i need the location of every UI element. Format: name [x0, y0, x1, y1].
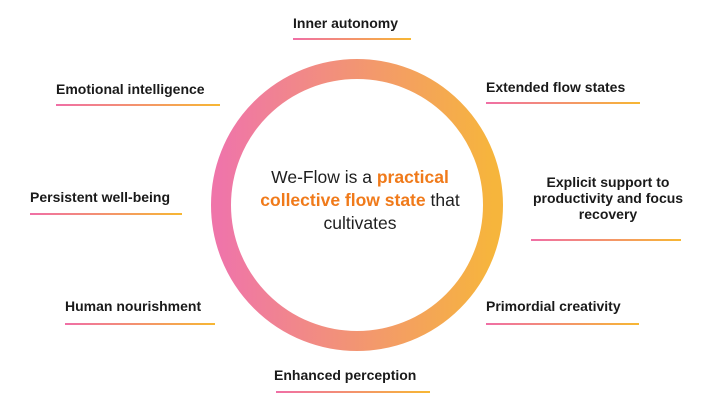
underline-persistent-well-being: [30, 213, 182, 215]
label-emotional-intelligence: Emotional intelligence: [56, 81, 205, 97]
label-persistent-well-being: Persistent well-being: [30, 189, 171, 205]
underline-emotional-intelligence: [56, 104, 220, 106]
center-text-post: that cultivates: [323, 190, 460, 233]
center-text-pre: We-Flow is a: [271, 167, 372, 187]
center-statement: We-Flow is a practical collective flow s…: [230, 166, 490, 235]
label-human-nourishment: Human nourishment: [65, 298, 202, 314]
underline-human-nourishment: [65, 323, 215, 325]
label-primordial-creativity: Primordial creativity: [486, 298, 621, 314]
label-explicit-support: Explicit support to productivity and foc…: [532, 174, 684, 222]
center-text-highlight: practical collective flow state: [260, 167, 449, 210]
label-inner-autonomy: Inner autonomy: [293, 15, 399, 31]
underline-explicit-support: [531, 239, 681, 241]
label-enhanced-perception: Enhanced perception: [274, 367, 417, 383]
underline-primordial-creativity: [486, 323, 639, 325]
underline-inner-autonomy: [293, 38, 411, 40]
underline-enhanced-perception: [276, 391, 430, 393]
underline-extended-flow-states: [486, 102, 640, 104]
label-extended-flow-states: Extended flow states: [486, 79, 626, 95]
